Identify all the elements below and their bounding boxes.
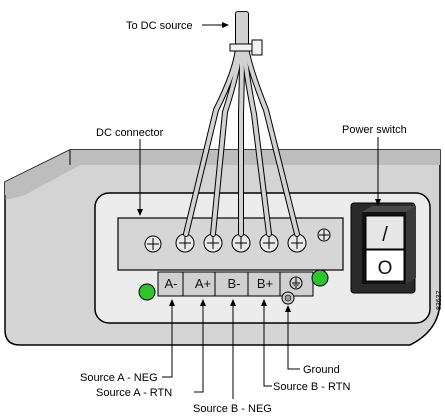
- label-power-switch: Power switch: [342, 124, 407, 136]
- terminal-label-b-neg: B-: [228, 276, 241, 291]
- terminal-label-b-rtn: B+: [257, 276, 273, 291]
- switch-off-symbol: O: [378, 258, 393, 279]
- leader-lines: [139, 24, 379, 399]
- ground-stud: [281, 291, 295, 305]
- label-source-b-rtn: Source B - RTN: [273, 381, 350, 393]
- cable-tie: [229, 39, 263, 56]
- label-dc-connector: DC connector: [96, 127, 164, 139]
- power-switch[interactable]: / O: [350, 202, 416, 294]
- status-led-left: [138, 283, 156, 301]
- leader-arrowheads: [137, 22, 381, 312]
- terminal-screw-b-neg: [231, 233, 251, 253]
- status-led-right: [311, 269, 329, 287]
- label-source-a-rtn: Source A - RTN: [96, 387, 172, 399]
- label-ground: Ground: [303, 364, 340, 376]
- label-to-dc-source: To DC source: [126, 20, 193, 32]
- terminal-screw-a-rtn: [203, 233, 223, 253]
- label-source-b-neg: Source B - NEG: [193, 403, 272, 415]
- terminal-screws: [175, 233, 307, 253]
- right-mount-screw: [317, 228, 331, 242]
- left-mount-screw: [144, 235, 162, 253]
- switch-on-symbol: /: [382, 224, 388, 246]
- terminal-screw-b-rtn: [259, 233, 279, 253]
- ground-symbol-icon: [289, 276, 303, 290]
- figure-number: 83637: [436, 290, 443, 310]
- terminal-label-a-rtn: A+: [195, 276, 211, 291]
- terminal-label-a-neg: A-: [165, 276, 178, 291]
- label-source-a-neg: Source A - NEG: [80, 372, 158, 384]
